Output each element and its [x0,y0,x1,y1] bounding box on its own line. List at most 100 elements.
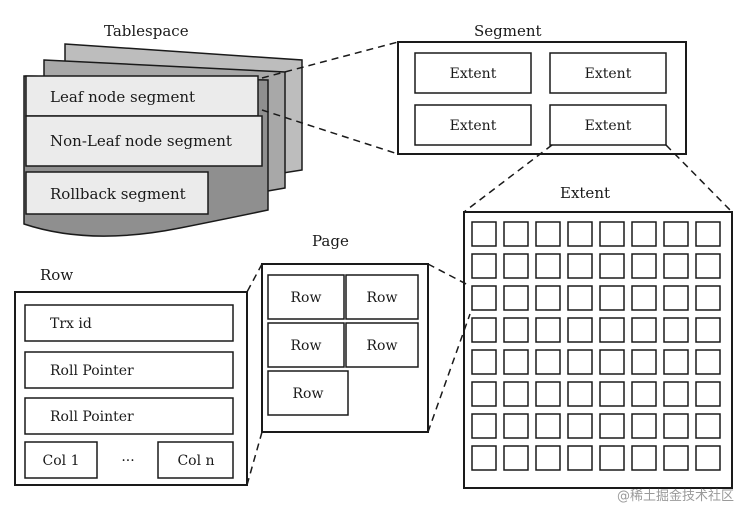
roll-pointer-field-box [24,397,234,435]
extent-page-grid [471,221,721,471]
row-fields [24,304,234,479]
extent-page-cell [695,445,721,471]
extent-page-cell [471,317,497,343]
segment-extent-label: Extent [585,66,632,82]
page-row-box [345,274,419,320]
segment-extent-box [549,52,667,94]
extent-page-cell [631,285,657,311]
page-row-label: Row [293,386,324,402]
extent-page-cell [663,413,689,439]
row-title: Row [40,266,73,284]
extent-page-cell [695,349,721,375]
extent-page-cell [503,381,529,407]
rollback-segment-box [25,171,209,215]
extent-page-cell [535,221,561,247]
extent-page-cell [599,349,625,375]
extent-page-cell [663,253,689,279]
extent-page-cell [695,413,721,439]
segment-extents [414,52,667,146]
extent-page-cell [535,253,561,279]
extent-page-cell [663,285,689,311]
extent-page-cell [663,381,689,407]
connector-page-row-top [246,263,263,293]
extent-page-cell [631,253,657,279]
extent-page-cell [503,285,529,311]
segment-extent-label: Extent [450,118,497,134]
extent-page-cell [471,349,497,375]
segment-extent-label: Extent [585,118,632,134]
extent-page-cell [599,381,625,407]
extent-page-cell [599,317,625,343]
extent-page-cell [535,285,561,311]
extent-page-cell [567,381,593,407]
leaf-node-segment-label: Leaf node segment [50,88,195,106]
col-1-label: Col 1 [43,453,80,469]
page-row-label: Row [367,290,398,306]
page-row-label: Row [291,338,322,354]
extent-page-cell [503,317,529,343]
extent-page-cell [535,445,561,471]
extent-page-cell [695,317,721,343]
extent-page-cell [631,317,657,343]
extent-page-cell [567,349,593,375]
segment-extent-box [414,52,532,94]
extent-page-cell [567,253,593,279]
non-leaf-node-segment-box [25,115,263,167]
segment-extent-label: Extent [450,66,497,82]
leaf-node-segment-box [25,75,259,117]
extent-page-cell [663,349,689,375]
extent-page-cell [631,221,657,247]
extent-page-cell [471,381,497,407]
extent-page-cell [663,221,689,247]
page-row-box [267,274,345,320]
connector-segment-extent-right [665,144,733,213]
tablespace-stack [23,43,303,237]
roll-pointer-label: Roll Pointer [50,363,134,379]
page-row-label: Row [291,290,322,306]
extent-page-cell [471,285,497,311]
extent-page-cell [503,413,529,439]
extent-page-cell [535,381,561,407]
segment-extent-box [549,104,667,146]
connector-extent-page-top [427,263,471,287]
tablespace-title: Tablespace [104,22,189,40]
extent-page-cell [471,221,497,247]
extent-page-cell [535,349,561,375]
extent-page-cell [631,349,657,375]
extent-page-cell [599,285,625,311]
extent-page-cell [503,445,529,471]
col-ellipsis: ··· [121,453,134,469]
extent-page-cell [631,445,657,471]
segment-extent-box [414,104,532,146]
extent-page-cell [695,253,721,279]
extent-page-cell [567,445,593,471]
roll-pointer-label: Roll Pointer [50,409,134,425]
extent-page-cell [503,349,529,375]
page-row-label: Row [367,338,398,354]
watermark: @稀土掘金技术社区 [617,488,734,504]
trx-id-field-box [24,304,234,342]
col-n-label: Col n [177,453,214,469]
page-title: Page [312,232,349,250]
extent-page-cell [567,413,593,439]
extent-page-cell [567,221,593,247]
extent-page-cell [695,285,721,311]
extent-page-cell [599,445,625,471]
extent-page-cell [599,413,625,439]
extent-page-cell [503,253,529,279]
extent-page-cell [631,381,657,407]
zoom-connectors [246,41,733,486]
extent-page-cell [599,253,625,279]
segment-title: Segment [474,22,542,40]
extent-page-cell [471,445,497,471]
roll-pointer-field-box [24,351,234,389]
page-rows [267,274,419,416]
trx-id-label: Trx id [50,316,92,332]
extent-page-cell [695,221,721,247]
col-1-box [24,441,98,479]
connector-extent-page-bottom [427,313,471,433]
extent-page-cell [695,381,721,407]
extent-title: Extent [560,184,610,202]
extent-page-cell [599,221,625,247]
